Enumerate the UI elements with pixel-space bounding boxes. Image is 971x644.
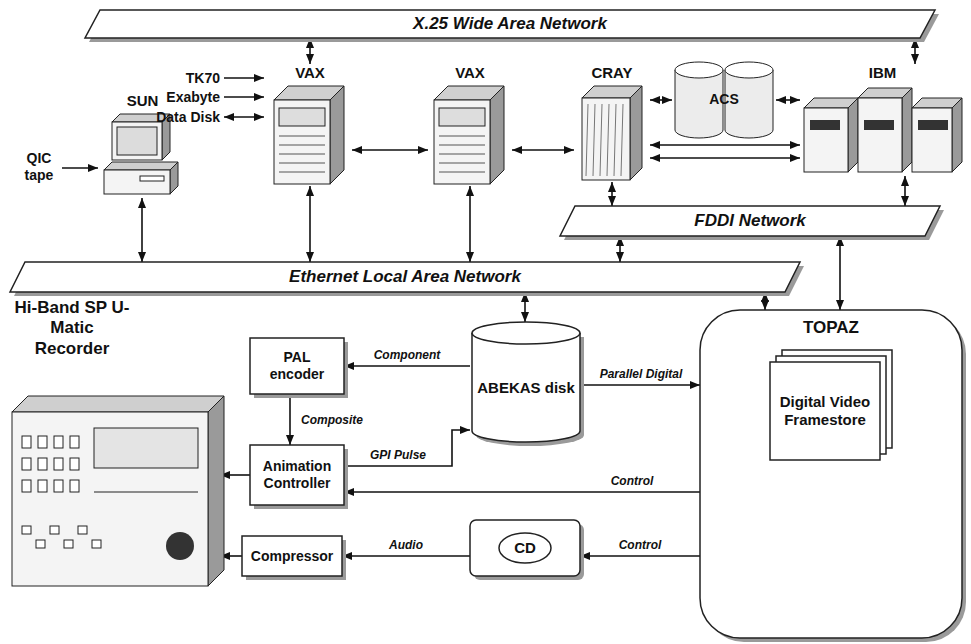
network-name: Ethernet Local Area Network — [289, 267, 521, 287]
box-label: Digital Video Framestore — [777, 393, 873, 429]
signal-label: Control — [609, 474, 656, 488]
connector — [342, 555, 470, 557]
connector — [582, 384, 700, 386]
computer-icon-outline — [268, 64, 352, 186]
device-label: QIC tape — [16, 150, 62, 184]
cd-player: CD — [470, 520, 580, 576]
connector — [344, 491, 700, 493]
connector — [344, 365, 470, 367]
recorder-name: Hi-Band SP U-Matic Recorder — [12, 298, 132, 359]
computer-icon: VAX — [268, 64, 352, 186]
box-label: CD — [514, 539, 536, 557]
video-recorder: Hi-Band SP U-Matic Recorder — [8, 296, 220, 596]
tape-arrow — [224, 96, 264, 98]
computer-icon: VAX — [428, 64, 512, 186]
computer-name: IBM — [869, 64, 897, 82]
box-label: PAL encoder — [257, 349, 337, 383]
disk-arrow — [224, 116, 264, 118]
connector — [650, 99, 672, 101]
connector — [352, 149, 428, 151]
computer-name: VAX — [455, 64, 485, 82]
signal-label: Parallel Digital — [598, 367, 685, 381]
tape-arrow — [224, 77, 264, 79]
system-region: TOPAZ Digital Video Framestore — [700, 310, 962, 638]
connector — [289, 394, 291, 445]
silo-name: ACS — [709, 91, 739, 108]
connector — [611, 182, 613, 206]
connector — [839, 236, 841, 310]
connector — [344, 430, 470, 466]
network-name: X.25 Wide Area Network — [413, 14, 607, 34]
process-box: PAL encoder — [250, 338, 344, 394]
computer-name: CRAY — [591, 64, 632, 82]
connector — [309, 186, 311, 262]
network-band: Ethernet Local Area Network — [10, 262, 800, 292]
signal-label: GPI Pulse — [368, 448, 428, 462]
box-label: Animation Controller — [257, 458, 337, 492]
signal-label: Composite — [299, 412, 365, 426]
signal-label: Component — [372, 348, 443, 362]
box-label: Compressor — [251, 548, 333, 565]
network-band: FDDI Network — [560, 206, 940, 236]
supercomputer-icon: CRAY — [574, 64, 650, 182]
connector — [524, 292, 526, 322]
connector — [650, 144, 800, 146]
connector — [650, 157, 800, 159]
mainframe-icon: IBM — [800, 64, 965, 176]
region-name: TOPAZ — [803, 318, 859, 338]
tape-silo: ACS — [672, 60, 776, 138]
process-box: Animation Controller — [250, 445, 344, 505]
device-label: Exabyte — [166, 89, 220, 106]
connector — [580, 555, 700, 557]
connector — [141, 198, 143, 262]
connector — [904, 176, 906, 206]
computer-name: VAX — [295, 64, 325, 82]
workstation-icon: SUN — [100, 92, 185, 198]
framestore-stack: Digital Video Framestore — [770, 350, 892, 460]
tape-arrow — [62, 167, 98, 169]
process-box: Compressor — [242, 536, 342, 576]
connector — [469, 186, 471, 262]
device-label: Data Disk — [156, 109, 220, 126]
supercomputer-icon-outline — [574, 64, 650, 182]
disk-cylinder: ABEKAS disk — [470, 322, 582, 442]
disk-label: ABEKAS disk — [477, 379, 575, 397]
connector — [512, 149, 574, 151]
network-band: X.25 Wide Area Network — [85, 10, 935, 38]
computer-icon-outline — [428, 64, 512, 186]
signal-label: Audio — [387, 538, 425, 552]
network-name: FDDI Network — [694, 211, 805, 231]
signal-label: Control — [617, 538, 664, 552]
connector — [776, 99, 800, 101]
device-label: TK70 — [186, 70, 220, 87]
computer-name: SUN — [127, 92, 159, 110]
